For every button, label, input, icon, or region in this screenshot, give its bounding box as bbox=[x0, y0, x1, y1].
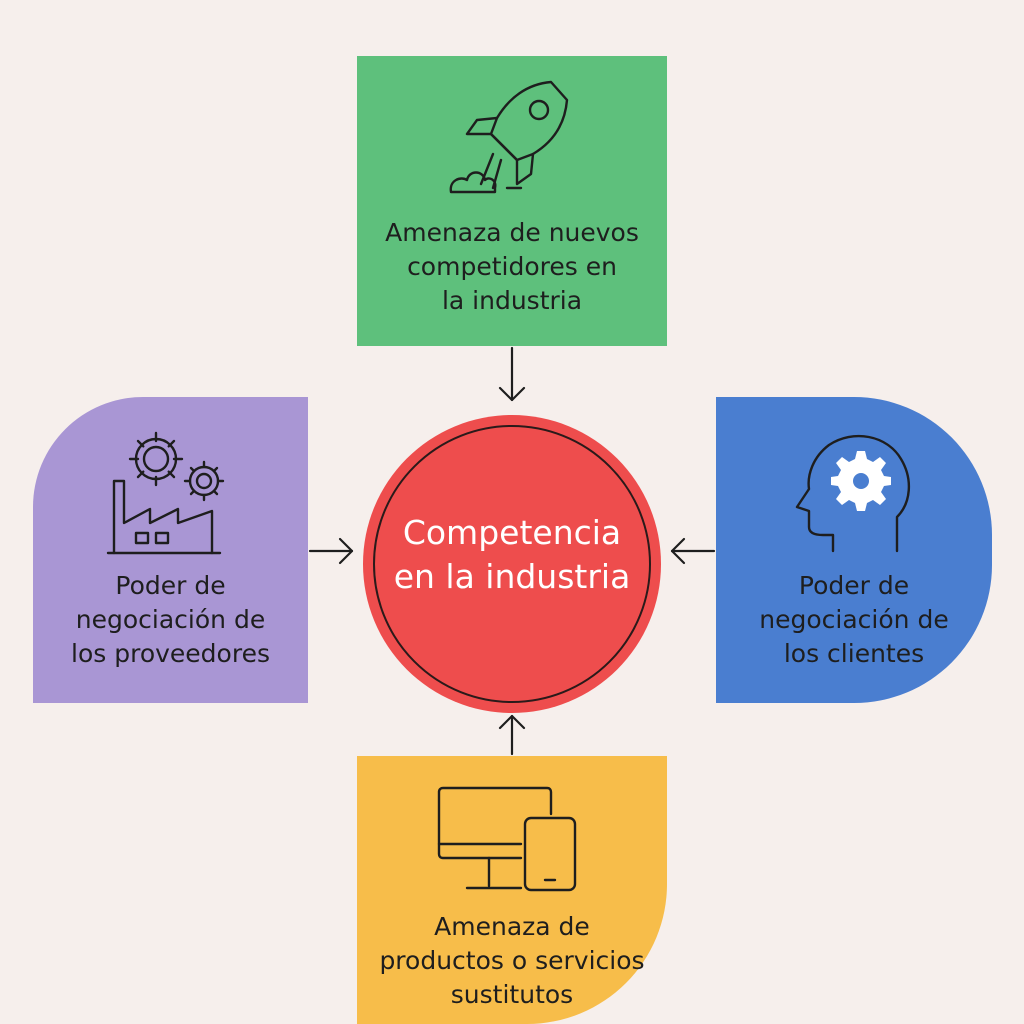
force-label: Amenaza de productos o servicios sustitu… bbox=[379, 912, 645, 1009]
force-label: Poder de negociación de los clientes bbox=[759, 571, 949, 668]
center-competition-node: Competencia en la industria bbox=[363, 415, 661, 713]
arrow-right-to-center bbox=[670, 537, 716, 565]
force-suppliers: Poder de negociación de los proveedores bbox=[33, 397, 308, 703]
force-substitutes: Amenaza de productos o servicios sustitu… bbox=[357, 756, 667, 1024]
force-customers: Poder de negociación de los clientes bbox=[716, 397, 992, 703]
head-gear-icon bbox=[795, 434, 911, 553]
force-label: Poder de negociación de los proveedores bbox=[71, 571, 270, 668]
arrow-bottom-to-center bbox=[498, 714, 526, 756]
center-label: Competencia en la industria bbox=[393, 513, 631, 596]
arrow-left-to-center bbox=[308, 537, 354, 565]
force-new-competitors: Amenaza de nuevos competidores en la ind… bbox=[357, 56, 667, 346]
center-ring bbox=[373, 425, 651, 703]
force-label: Amenaza de nuevos competidores en la ind… bbox=[385, 218, 639, 315]
rocket-icon bbox=[449, 80, 569, 194]
devices-icon bbox=[437, 786, 577, 892]
arrow-top-to-center bbox=[498, 346, 526, 402]
factory-gears-icon bbox=[106, 431, 224, 555]
